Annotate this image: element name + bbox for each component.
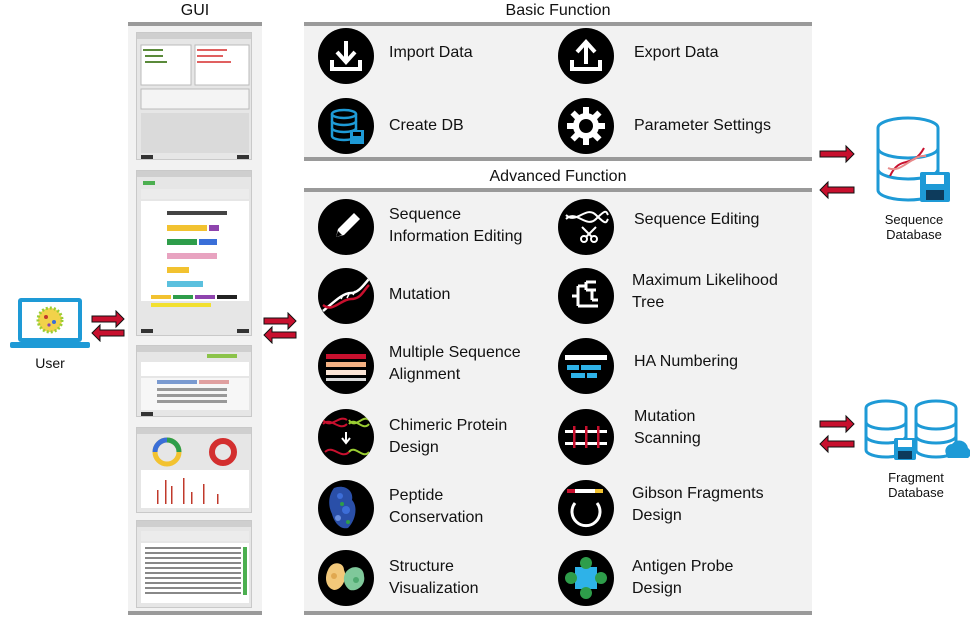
scanning-icon [558,409,614,465]
label-line-1: Multiple Sequence [389,344,521,361]
chimeric-protein-design-label: Chimeric Protein Design [389,415,507,459]
gui-screenshot-3 [136,345,252,417]
create-db-label: Create DB [389,117,464,134]
label-line-1: Structure [389,558,454,575]
gui-top-bar [128,22,262,26]
numbering-icon [558,338,614,394]
antigen-probe-design-label: Antigen Probe Design [632,556,733,600]
mutation-dna-icon [318,268,374,324]
label-line-2: Alignment [389,366,461,383]
alignment-icon [318,338,374,394]
structure-icon [318,550,374,606]
peptide-icon [318,480,374,536]
export-data-label: Export Data [634,44,719,61]
gui-bottom-bar [128,611,262,615]
label-line-2: Database [888,485,944,500]
fragment-database-label: Fragment Database [866,470,966,500]
function-seqdb-arrows [818,142,858,207]
gui-function-arrows [262,311,298,349]
maximum-likelihood-tree-label: Maximum Likelihood Tree [632,270,778,314]
label-line-1: Fragment [888,470,944,485]
gui-title: GUI [180,2,210,19]
ha-numbering-label: HA Numbering [634,353,739,370]
gui-screenshot-4 [136,427,252,513]
label-line-2: Visualization [389,580,479,597]
basic-bottom-bar [304,157,812,161]
parameter-settings-label: Parameter Settings [634,117,771,134]
database-icon [318,98,374,154]
label-line-2: Design [389,439,439,456]
user-label: User [35,355,65,371]
label-line-2: Conservation [389,509,484,526]
basic-function-title: Basic Function [505,2,611,19]
function-fragdb-arrows [818,414,858,459]
gear-icon [558,98,614,154]
gibson-fragments-design-label: Gibson Fragments Design [632,483,764,527]
label-line-2: Tree [632,294,665,311]
export-icon [558,28,614,84]
mutation-scanning-label: Mutation Scanning [634,406,701,450]
import-icon [318,28,374,84]
gui-screenshot-5 [136,520,252,608]
gibson-icon [558,480,614,536]
advanced-function-title: Advanced Function [489,168,627,185]
label-line-2: Scanning [634,430,701,447]
label-line-1: Maximum Likelihood [632,272,778,289]
advanced-top-bar [304,188,812,192]
label-line-1: Antigen Probe [632,558,734,575]
peptide-conservation-label: Peptide Conservation [389,485,483,529]
mutation-label: Mutation [389,286,451,303]
sequence-database-label: Sequence Database [864,212,964,242]
structure-visualization-label: Structure Visualization [389,556,479,600]
scissors-dna-icon [558,199,614,255]
sequence-information-editing-label: Sequence Information Editing [389,204,522,248]
basic-top-bar [304,22,812,26]
user-laptop-icon [10,296,90,359]
sequence-database-icon [872,114,956,211]
user-gui-arrows [90,309,126,347]
label-line-2: Information Editing [389,228,523,245]
gui-screenshot-1 [136,32,252,160]
label-line-1: Chimeric Protein [389,417,508,434]
label-line-1: Sequence [389,206,462,223]
tree-icon [558,268,614,324]
advanced-bottom-bar [304,611,812,615]
pencil-icon [318,199,374,255]
sequence-editing-label: Sequence Editing [634,211,760,228]
label-line-2: Database [886,227,942,242]
probe-icon [558,550,614,606]
label-line-2: Design [632,507,682,524]
chimeric-icon [318,409,374,465]
label-line-1: Sequence [884,212,944,227]
label-line-1: Peptide [389,487,444,504]
advanced-function-panel [304,192,812,611]
gui-screenshot-2 [136,170,252,336]
label-line-1: Gibson Fragments [632,485,764,502]
label-line-1: Mutation [634,408,696,425]
multiple-sequence-alignment-label: Multiple Sequence Alignment [389,342,521,386]
basic-function-panel [304,26,812,157]
fragment-database-icon [862,398,971,469]
label-line-2: Design [632,580,682,597]
import-data-label: Import Data [389,44,473,61]
